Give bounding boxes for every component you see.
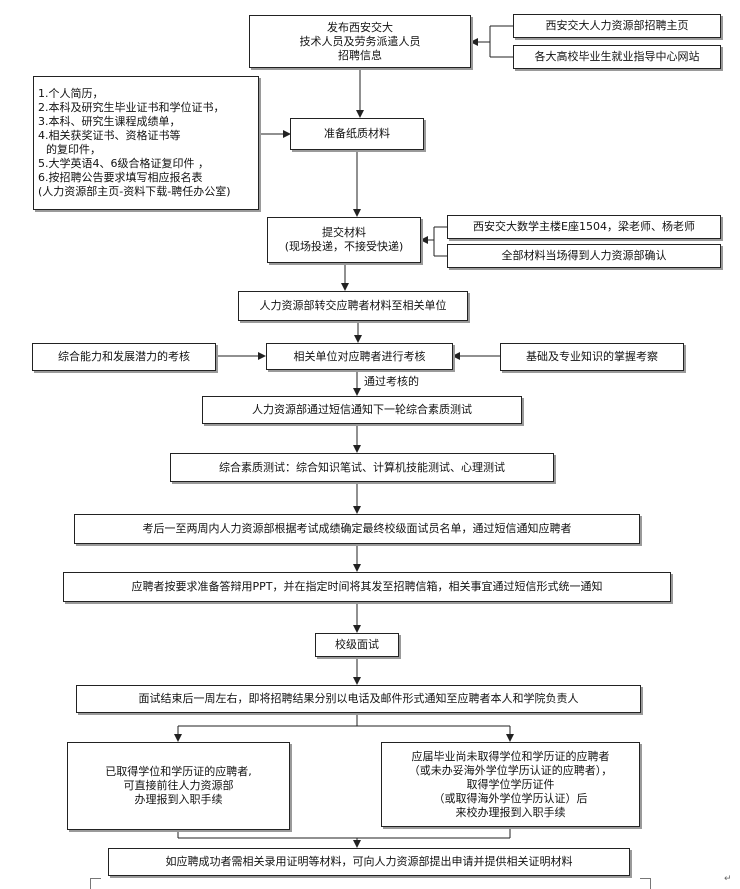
without-degree-line-4: （或取得海外学位学历认证）后	[433, 791, 588, 805]
page-corner-mark-left	[90, 878, 101, 889]
without-degree-box: 应届毕业尚未取得学位和学历证的应聘者 （或未办妥海外学位学历认证的应聘者）， 取…	[381, 742, 640, 827]
quality-test-label: 综合素质测试：综合知识笔试、计算机技能测试、心理测试	[219, 460, 505, 474]
quality-test-box: 综合素质测试：综合知识笔试、计算机技能测试、心理测试	[170, 453, 554, 482]
prepare-box: 准备纸质材料	[290, 118, 424, 150]
materials-item-6-note: (人力资源部主页-资料下载-聘任办公室)	[38, 185, 231, 198]
submit-line-1: 提交材料	[322, 226, 366, 239]
employment-sites-label: 各大高校毕业生就业指导中心网站	[534, 50, 700, 63]
hr-homepage-label: 西安交大人力资源部招聘主页	[545, 19, 689, 32]
with-degree-box: 已取得学位和学历证的应聘者, 可直接前往人力资源部 办理报到入职手续	[67, 742, 290, 830]
result-box: 面试结束后一周左右，即将招聘结果分别以电话及邮件形式通知至应聘者本人和学院负责人	[76, 685, 641, 713]
publish-line-2: 技术人员及劳务派遣人员	[299, 34, 421, 48]
prepare-label: 准备纸质材料	[324, 127, 390, 140]
employment-sites-box: 各大高校毕业生就业指导中心网站	[513, 45, 721, 69]
interview-box: 校级面试	[315, 633, 399, 657]
page-corner-mark-right	[640, 878, 651, 889]
materials-item-3: 3.本科、研究生课程成绩单，	[38, 115, 181, 128]
submit-confirm-label: 全部材料当场得到人力资源部确认	[501, 249, 667, 262]
assess-label: 相关单位对应聘者进行考核	[293, 349, 426, 363]
notify-test-box: 人力资源部通过短信通知下一轮综合素质测试	[202, 396, 522, 424]
materials-item-5: 5.大学英语4、6级合格证复印件 ，	[38, 157, 209, 170]
without-degree-line-5: 来校办理报到入职手续	[455, 805, 566, 819]
final-box: 如应聘成功者需相关录用证明等材料，可向人力资源部提出申请并提供相关证明材料	[108, 848, 630, 876]
ppt-box: 应聘者按要求准备答辩用PPT，并在指定时间将其发至招聘信箱，相关事宜通过短信形式…	[63, 572, 671, 602]
shortlist-label: 考后一至两周内人力资源部根据考试成绩确定最终校级面试员名单，通过短信通知应聘者	[142, 522, 572, 535]
assess-right-box: 基础及专业知识的掌握考察	[500, 343, 684, 371]
with-degree-line-3: 办理报到入职手续	[134, 793, 223, 806]
publish-box: 发布西安交大 技术人员及劳务派遣人员 招聘信息	[249, 15, 471, 68]
interview-label: 校级面试	[335, 638, 379, 651]
materials-item-2: 2.本科及研究生毕业证书和学位证书，	[38, 101, 225, 114]
without-degree-line-3: 取得学位学历证件	[466, 777, 555, 791]
submit-confirm-box: 全部材料当场得到人力资源部确认	[447, 244, 721, 268]
materials-list-box: 1.个人简历， 2.本科及研究生毕业证书和学位证书， 3.本科、研究生课程成绩单…	[33, 76, 259, 210]
with-degree-line-1: 已取得学位和学历证的应聘者,	[105, 765, 252, 778]
submit-location-label: 西安交大数学主楼E座1504，梁老师、杨老师	[473, 220, 695, 233]
ppt-label: 应聘者按要求准备答辩用PPT，并在指定时间将其发至招聘信箱，相关事宜通过短信形式…	[131, 580, 603, 593]
notify-test-label: 人力资源部通过短信通知下一轮综合素质测试	[252, 403, 472, 416]
materials-item-4-cont: 的复印件，	[46, 143, 101, 156]
materials-item-4: 4.相关获奖证书、资格证书等	[38, 129, 181, 142]
submit-location-box: 西安交大数学主楼E座1504，梁老师、杨老师	[447, 215, 721, 239]
publish-line-3: 招聘信息	[338, 48, 382, 62]
submit-line-2: (现场投递，不接受快递)	[284, 240, 404, 253]
final-label: 如应聘成功者需相关录用证明等材料，可向人力资源部提出申请并提供相关证明材料	[165, 855, 573, 868]
materials-item-6: 6.按招聘公告要求填写相应报名表	[38, 171, 203, 184]
forward-box: 人力资源部转交应聘者材料至相关单位	[238, 291, 468, 321]
assess-right-label: 基础及专业知识的掌握考察	[526, 350, 658, 363]
without-degree-line-2: （或未办妥海外学位学历认证的应聘者），	[408, 763, 613, 777]
forward-label: 人力资源部转交应聘者材料至相关单位	[259, 299, 447, 312]
submit-box: 提交材料 (现场投递，不接受快递)	[267, 217, 421, 263]
assess-box: 相关单位对应聘者进行考核	[266, 343, 453, 370]
publish-line-1: 发布西安交大	[327, 20, 393, 34]
shortlist-box: 考后一至两周内人力资源部根据考试成绩确定最终校级面试员名单，通过短信通知应聘者	[74, 514, 640, 544]
result-label: 面试结束后一周左右，即将招聘结果分别以电话及邮件形式通知至应聘者本人和学院负责人	[138, 692, 579, 705]
assess-left-box: 综合能力和发展潜力的考核	[32, 343, 216, 371]
assess-left-label: 综合能力和发展潜力的考核	[58, 350, 190, 363]
pass-assessment-label: 通过考核的	[364, 375, 419, 388]
materials-item-1: 1.个人简历，	[38, 87, 104, 100]
without-degree-line-1: 应届毕业尚未取得学位和学历证的应聘者	[411, 749, 610, 763]
hr-homepage-box: 西安交大人力资源部招聘主页	[513, 14, 721, 38]
paragraph-mark-icon: ↵	[724, 874, 732, 884]
with-degree-line-2: 可直接前往人力资源部	[123, 779, 234, 792]
